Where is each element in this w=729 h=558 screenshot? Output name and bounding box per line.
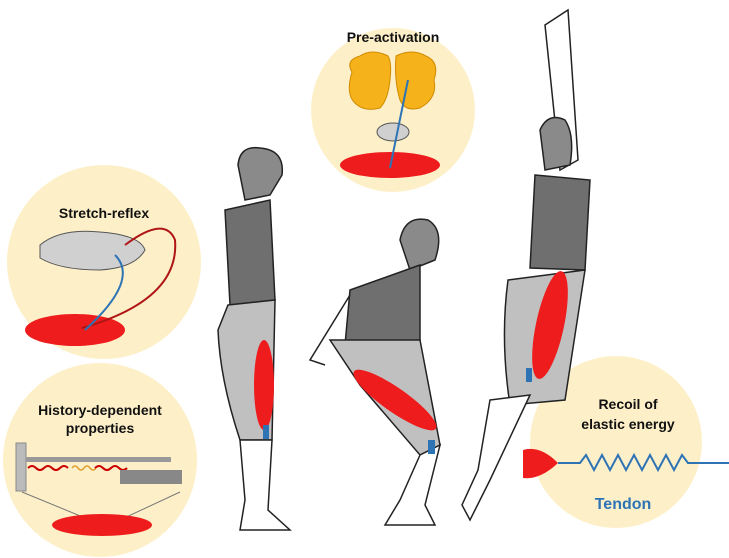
quadriceps-muscle — [532, 271, 568, 379]
tendon-icon — [526, 368, 532, 382]
quadriceps-muscle — [254, 340, 274, 430]
afferent-arrow-icon — [81, 227, 177, 329]
lower-leg — [239, 439, 292, 531]
jumping-figure — [461, 8, 591, 522]
muscle-icon — [52, 514, 152, 536]
tendon-icon — [263, 425, 269, 439]
efferent-arrow-icon — [84, 254, 124, 331]
spinal-cord-icon — [39, 230, 146, 271]
pre-activation-panel: Pre-activation — [311, 28, 475, 192]
myosin-filament-icon — [120, 470, 182, 484]
pre-activation-title: Pre-activation — [347, 29, 440, 45]
history-title-line2: properties — [66, 420, 135, 436]
nerve-arrow-icon — [389, 79, 409, 169]
tendon-icon — [428, 440, 435, 454]
stretch-reflex-panel: Stretch-reflex — [7, 165, 201, 359]
stretch-reflex-title: Stretch-reflex — [59, 205, 149, 221]
z-disc-icon — [15, 442, 27, 492]
titin-spring-icon — [27, 465, 69, 471]
recoil-title-line1: Recoil of — [598, 396, 657, 412]
tendon-spring-icon — [558, 452, 729, 473]
standing-figure — [217, 146, 292, 531]
recoil-panel: Recoil of elastic energy Tendon — [523, 356, 729, 528]
history-panel: History-dependent properties — [3, 363, 197, 557]
actin-filament-icon — [26, 457, 171, 462]
spinal-cord-icon — [376, 122, 410, 142]
tendon-label: Tendon — [595, 496, 652, 513]
recoil-title-line2: elastic energy — [581, 416, 675, 432]
head-hair — [237, 146, 284, 201]
muscle-icon — [523, 448, 558, 479]
quadriceps-muscle — [353, 369, 437, 431]
history-title-line1: History-dependent — [38, 402, 162, 418]
torso — [224, 199, 276, 306]
crouching-figure — [308, 218, 442, 526]
